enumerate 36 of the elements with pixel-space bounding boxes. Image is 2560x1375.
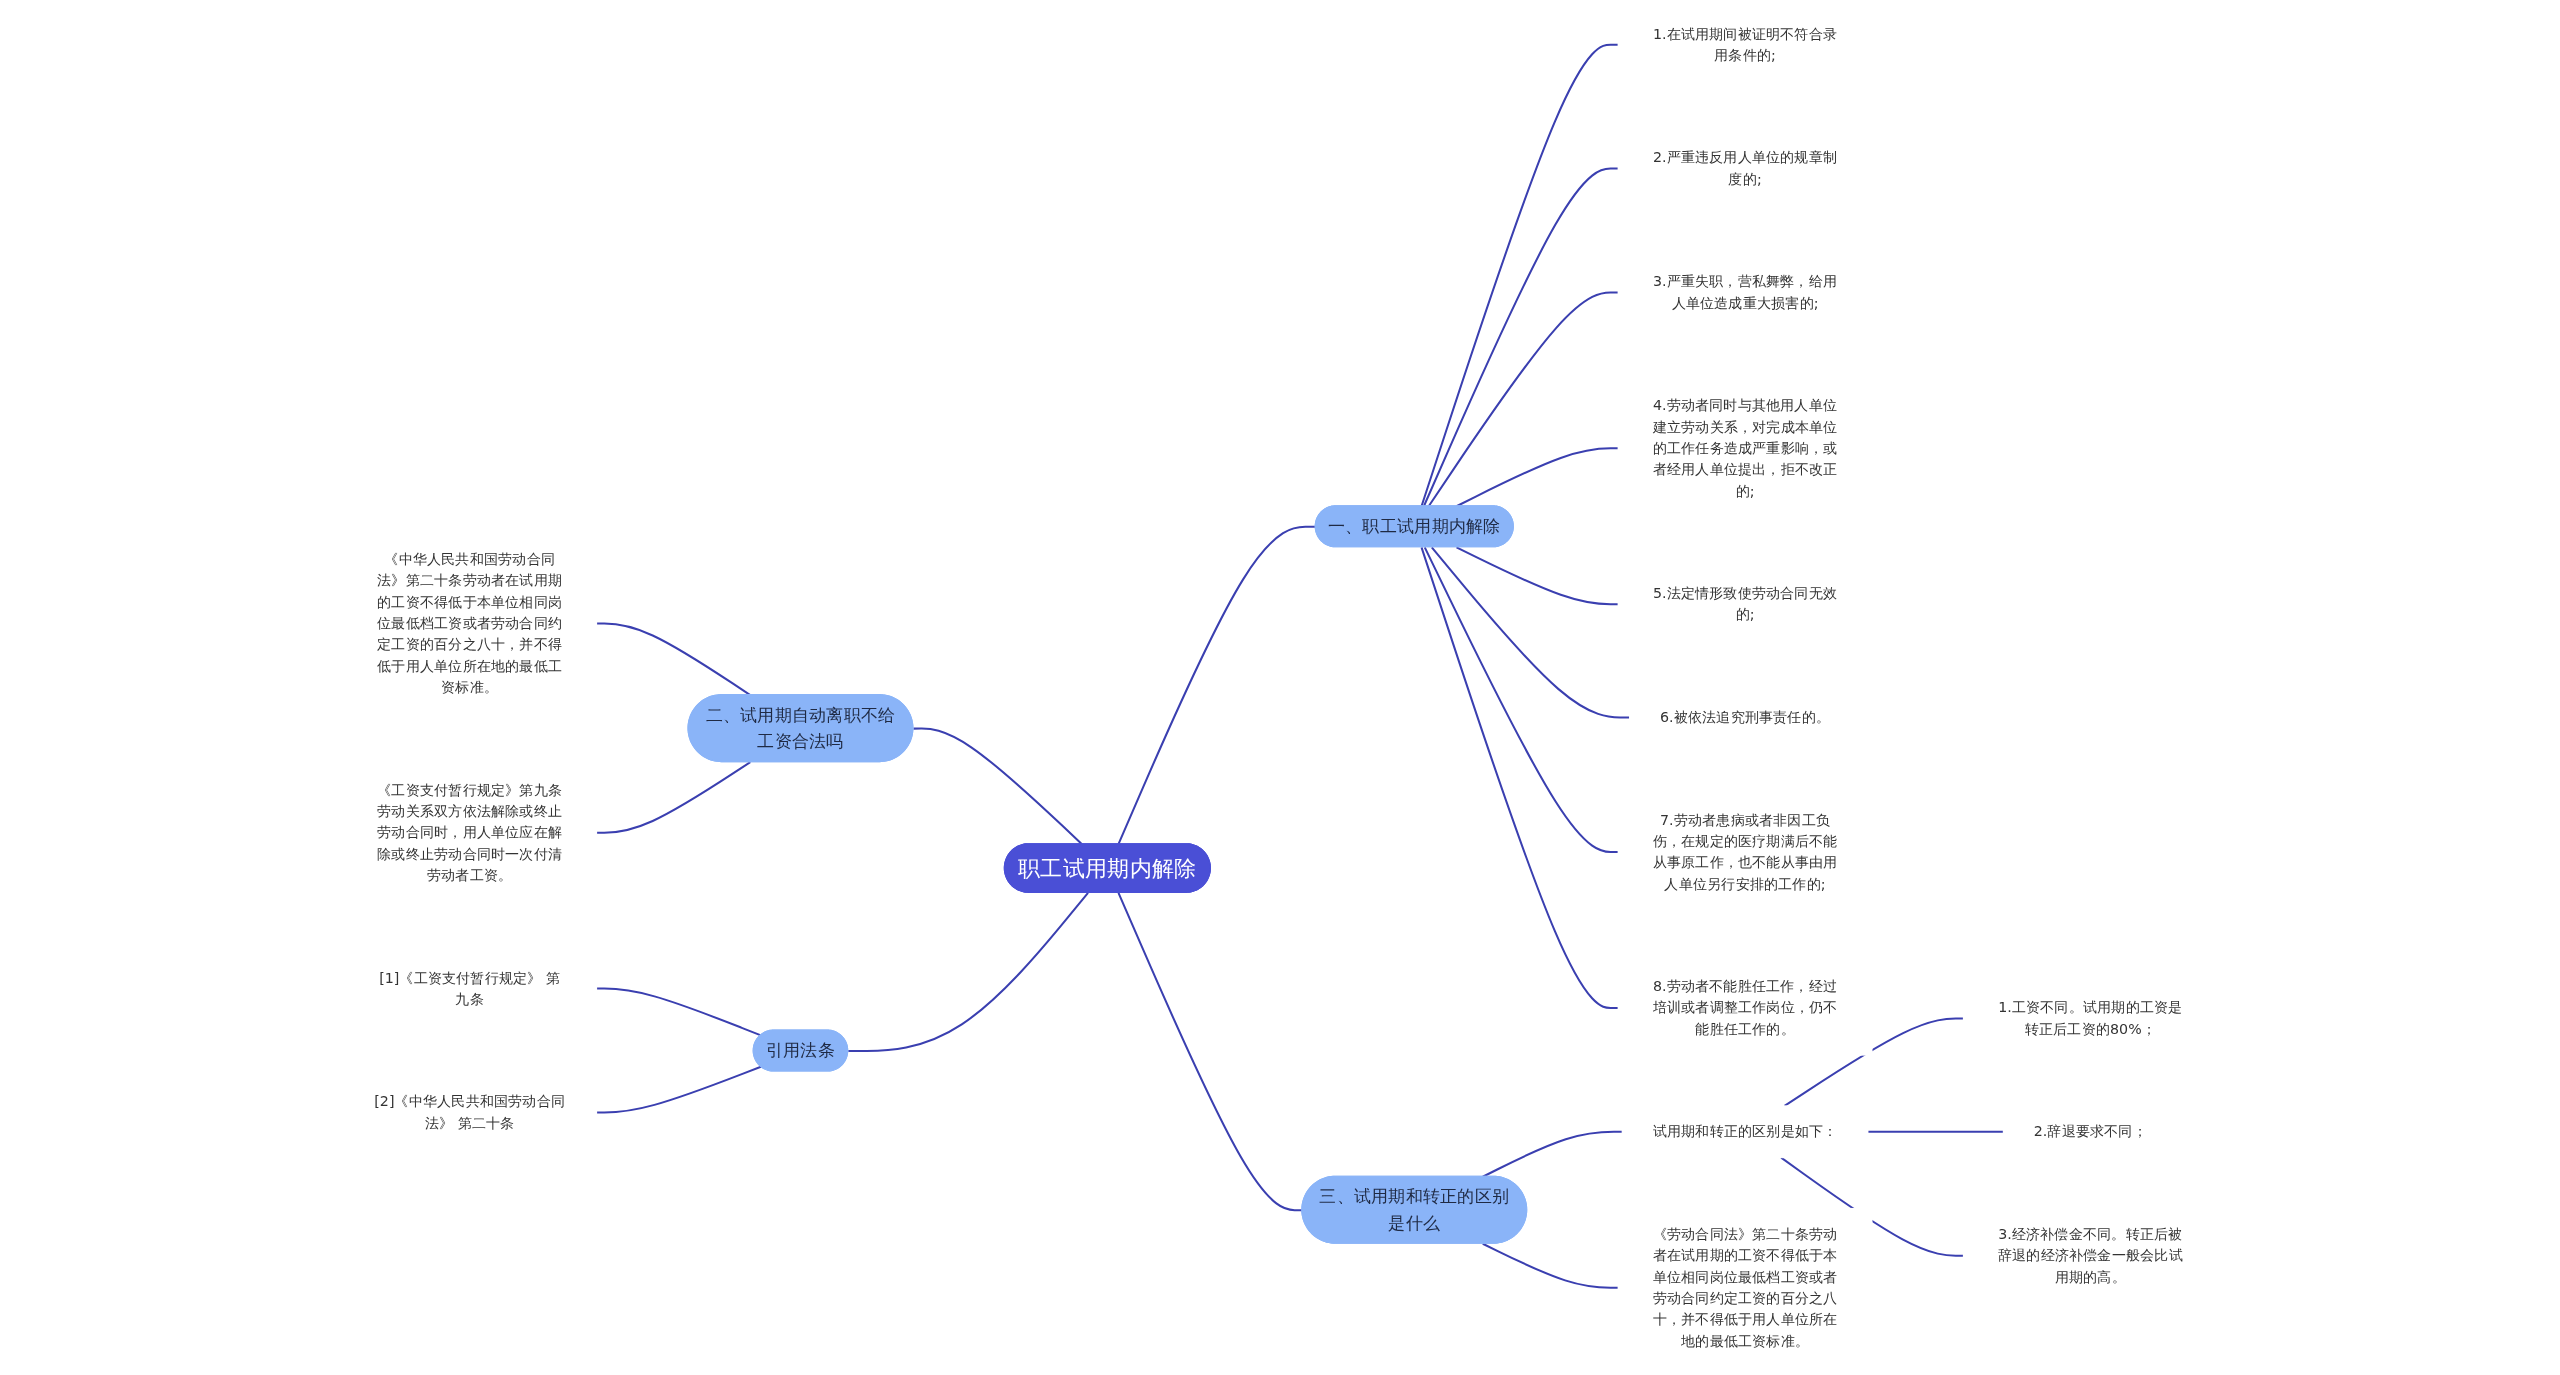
node-text: 《中华人民共和国劳动合同法》第二十条劳动者在试用期的工资不得低于本单位相同岗位最低档工资或者劳动合同约定工资的百分之八十，并不得低于用人单位所在地的最低工资标准。 [377,550,563,696]
node-text: 3.经济补偿金不同。转正后被辞退的经济补偿金一般会比试用期的高。 [1997,1225,2183,1285]
node-text: 5.法定情形致使劳动合同无效的; [1652,584,1838,623]
connector [1423,546,1619,854]
node-text: 2.辞退要求不同； [2033,1123,2147,1140]
node-text: 3.严重失职，营私舞弊，给用人单位造成重大损害的; [1652,273,1838,311]
connector [1420,43,1619,507]
connector [1431,546,1630,719]
connector [913,727,1083,845]
connector [1482,1130,1623,1178]
node-text: 《工资支付暂行规定》第九条劳动关系双方依法解除或终止劳动合同时，用人单位应在解除或终止劳动合同时一次付清劳动者工资。 [377,781,563,883]
connector [1780,1156,1964,1257]
node-text: 7.劳动者患病或者非因工负伤，在规定的医疗期满后不能从事原工作，也不能从事由用人单位另行安排的工作的; [1652,811,1838,892]
connector [1420,547,1619,1009]
connector [1482,1242,1619,1289]
connector [1867,1130,2004,1133]
connector [596,622,751,696]
connector [1456,546,1619,606]
node-text: 8.劳动者不能胜任工作，经过培训或者调整工作岗位，仍不能胜任工作的。 [1652,977,1838,1037]
node-text: 《劳动合同法》第二十条劳动者在试用期的工资不得低于本单位相同岗位最低档工资或者劳动合同约定工资的百分之八十，并不得低于用人单位所在地的最低工资标准。 [1652,1225,1838,1349]
node-text: 试用期和转正的区别是如下： [1652,1123,1838,1140]
connector [596,1065,762,1114]
node-text: 1.在试用期间被证明不符合录用条件的; [1652,25,1838,63]
node-text: 2.严重违反用人单位的规章制度的; [1652,149,1838,187]
node-text: 4.劳动者同时与其他用人单位建立劳动关系，对完成本单位的工作任务造成严重影响，或者经用人单位提出，拒不改正的; [1652,397,1838,499]
connector [1422,167,1619,507]
node-text: 1.工资不同。试用期的工资是转正后工资的80%； [1998,999,2183,1037]
connector [1784,1017,1964,1107]
node-text: [2]《中华人民共和国劳动合同法》 第二十条 [374,1093,566,1131]
connector [848,892,1089,1053]
connector [596,761,751,834]
node-text: [1]《工资支付暂行规定》 第九条 [379,969,561,1007]
connector [1427,291,1619,507]
connector [1117,525,1316,845]
connector [596,987,762,1037]
node-text: 6.被依法追究刑事责任的。 [1660,708,1831,726]
